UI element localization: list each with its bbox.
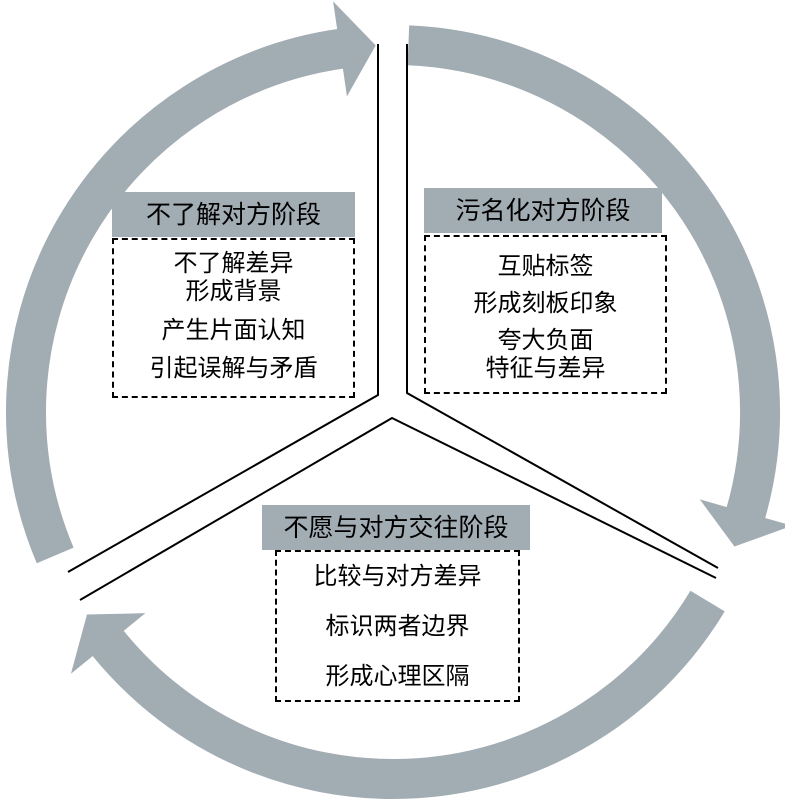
item-line: 不了解差异	[173, 249, 294, 277]
divider-left	[67, 44, 379, 573]
stage-1-item: 引起误解与矛盾	[149, 354, 318, 382]
stage-3-item: 比较与对方差异	[313, 562, 482, 590]
arc-arrow-bottom-head-icon	[70, 613, 146, 674]
divider-right	[406, 44, 719, 569]
stage-2-item: 形成刻板印象	[473, 288, 618, 317]
stage-1-item: 不了解差异形成背景	[174, 249, 294, 305]
stage-2-item: 互贴标签	[497, 251, 594, 280]
item-line: 特征与差异	[485, 353, 606, 382]
stage-1-item: 产生片面认知	[161, 316, 306, 344]
arc-arrow-left-body	[6, 28, 345, 564]
item-line: 夸大负面	[497, 325, 594, 354]
arc-arrow-right-head-icon	[699, 499, 785, 547]
stage-2-item: 夸大负面特征与差异	[486, 326, 606, 382]
stage-1-title: 不了解对方阶段	[112, 192, 355, 237]
stage-3-item: 标识两者边界	[325, 612, 470, 640]
arc-arrow-left-head-icon	[333, 1, 376, 97]
arc-arrow-bottom-body	[91, 590, 725, 799]
stage-2-title: 污名化对方阶段	[424, 188, 662, 233]
item-line: 形成背景	[185, 277, 282, 305]
stage-1-box: 不了解差异形成背景 产生片面认知 引起误解与矛盾	[112, 238, 355, 398]
divider-bottom	[79, 416, 717, 601]
arc-arrow-right-body	[407, 25, 780, 520]
stage-3-title: 不愿与对方交往阶段	[262, 505, 530, 550]
stage-3-item: 形成心理区隔	[325, 662, 470, 690]
stage-3-box: 比较与对方差异 标识两者边界 形成心理区隔	[275, 550, 520, 702]
stage-2-box: 互贴标签 形成刻板印象 夸大负面特征与差异	[424, 235, 667, 394]
